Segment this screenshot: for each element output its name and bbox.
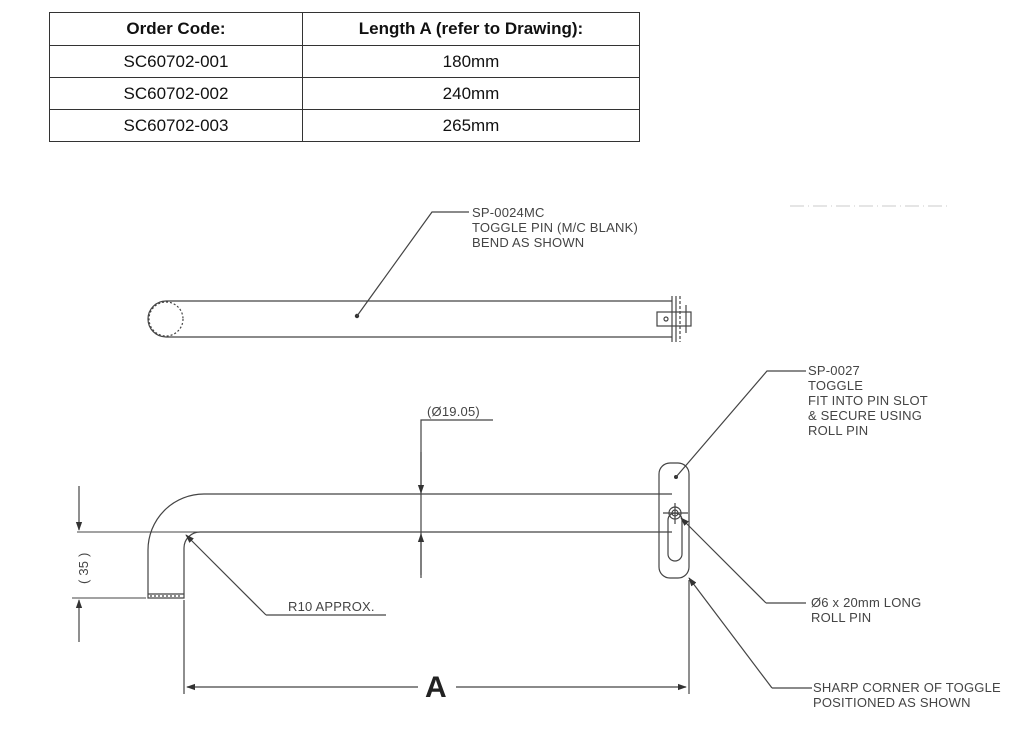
table-row: SC60702-003 265mm [49,109,640,142]
leader-roll-pin [680,517,767,604]
callout-toggle-line5: ROLL PIN [808,423,868,438]
order-code-table: Order Code: Length A (refer to Drawing):… [49,12,640,142]
order-code-cell: SC60702-002 [49,77,303,110]
leader-r10 [185,534,267,616]
table-row: SC60702-001 180mm [49,45,640,78]
length-cell: 240mm [302,77,640,110]
length-cell: 180mm [302,45,640,78]
callout-toggle-line4: & SECURE USING [808,408,922,423]
header-length-a: Length A (refer to Drawing): [302,12,640,46]
dim-diameter-label: (Ø19.05) [427,404,480,419]
callout-toggle-line1: SP-0027 [808,363,860,378]
length-a-label: A [425,671,447,704]
corner-line1: SHARP CORNER OF TOGGLE [813,680,1001,695]
table-header-row: Order Code: Length A (refer to Drawing): [49,12,640,46]
callout-toggle-line2: TOGGLE [808,378,863,393]
corner-line2: POSITIONED AS SHOWN [813,695,971,710]
callout-toggle-line3: FIT INTO PIN SLOT [808,393,928,408]
leader-toggle [675,370,806,478]
length-cell: 265mm [302,109,640,142]
header-order-code: Order Code: [49,12,303,46]
dim-height-label: ( 35 ) [76,552,91,584]
table-row: SC60702-002 240mm [49,77,640,110]
callout-pin-line1: SP-0024MC [472,205,545,220]
callout-pin-line2: TOGGLE PIN (M/C BLANK) [472,220,638,235]
radius-label: R10 APPROX. [288,599,375,614]
front-view-pin [147,493,672,599]
leader-toggle-pin [356,211,469,317]
leader-sharp-corner [688,577,773,689]
dim-diameter-line [420,419,493,578]
order-code-cell: SC60702-003 [49,109,303,142]
callout-pin-line3: BEND AS SHOWN [472,235,584,250]
top-view-pin [147,296,692,342]
roll-pin-line1: Ø6 x 20mm LONG [811,595,921,610]
roll-pin-line2: ROLL PIN [811,610,871,625]
toggle-part [658,462,690,579]
